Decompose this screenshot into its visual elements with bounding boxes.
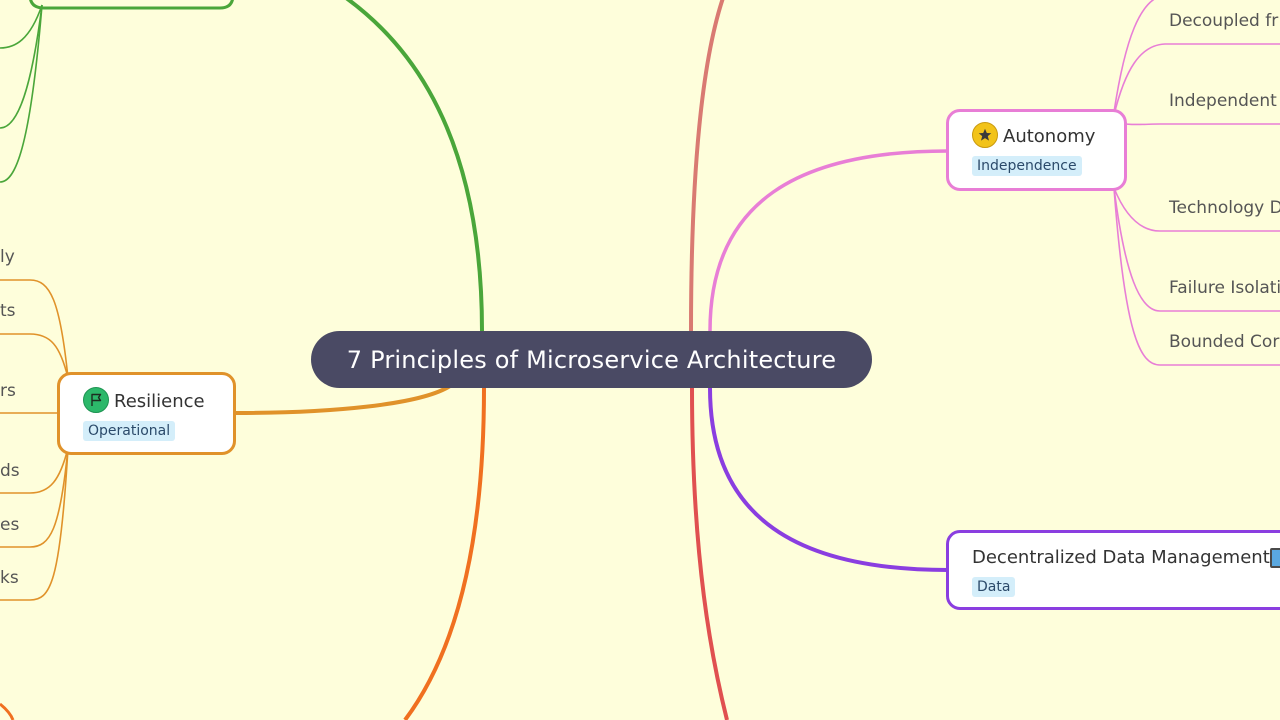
leaf-resilience-4[interactable]: es [0, 515, 20, 535]
topic-border-orange-partial [0, 702, 15, 720]
leaf-autonomy-0[interactable]: Decoupled fr [1169, 11, 1279, 31]
branch-line-green [345, 0, 484, 332]
leaf-line-autonomy [1113, 121, 1280, 126]
leaf-line-green [0, 4, 43, 129]
leaf-line-autonomy [1113, 43, 1280, 116]
leaf-resilience-3[interactable]: ds [0, 461, 20, 481]
branch-line-orange [403, 387, 486, 720]
branch-line-resilience [235, 384, 452, 415]
leaf-resilience-5[interactable]: ks [0, 568, 19, 588]
topic-resilience-title: Resilience [114, 391, 205, 412]
leaf-resilience-1[interactable]: ts [0, 301, 16, 321]
leaf-line-autonomy [1113, 187, 1280, 232]
leaf-line-resilience [0, 333, 69, 379]
root-topic-title: 7 Principles of Microservice Architectur… [346, 345, 837, 374]
topic-autonomy-title: Autonomy [1003, 126, 1096, 147]
leaf-autonomy-3[interactable]: Failure Isolati [1169, 278, 1280, 298]
topic-resilience-tag: Operational [83, 421, 176, 441]
leaf-resilience-2[interactable]: rs [0, 381, 16, 401]
leaf-autonomy-1[interactable]: Independent [1169, 91, 1277, 111]
leaf-line-green [0, 4, 43, 183]
branch-line-salmon [689, 0, 725, 332]
leaf-line-autonomy [1113, 187, 1280, 366]
leaf-line-resilience [0, 447, 69, 494]
topic-data[interactable]: Decentralized Data Management Data [946, 530, 1280, 610]
flag-icon [83, 387, 109, 413]
topic-resilience[interactable]: Resilience Operational [57, 372, 236, 455]
leaf-autonomy-2[interactable]: Technology D [1169, 198, 1280, 218]
branch-line-red [690, 387, 729, 720]
star-icon [972, 122, 998, 148]
topic-autonomy-tag: Independence [972, 156, 1082, 176]
leaf-line-autonomy [1113, 0, 1155, 113]
leaf-line-resilience [0, 447, 69, 601]
branch-line-autonomy [708, 149, 949, 332]
leaf-line-autonomy [1113, 187, 1280, 312]
topic-autonomy[interactable]: Autonomy Independence [946, 109, 1127, 191]
topic-border-green [29, 0, 234, 10]
database-icon [1270, 548, 1280, 568]
topic-data-tag: Data [972, 577, 1016, 597]
leaf-line-resilience [0, 447, 69, 548]
branch-line-data [708, 387, 949, 572]
topic-data-title: Decentralized Data Management [972, 547, 1270, 568]
leaf-resilience-0[interactable]: ly [0, 247, 15, 267]
leaf-autonomy-4[interactable]: Bounded Cor [1169, 332, 1280, 352]
leaf-line-green [0, 4, 43, 49]
leaf-line-resilience [0, 279, 69, 379]
root-topic[interactable]: 7 Principles of Microservice Architectur… [311, 331, 872, 388]
